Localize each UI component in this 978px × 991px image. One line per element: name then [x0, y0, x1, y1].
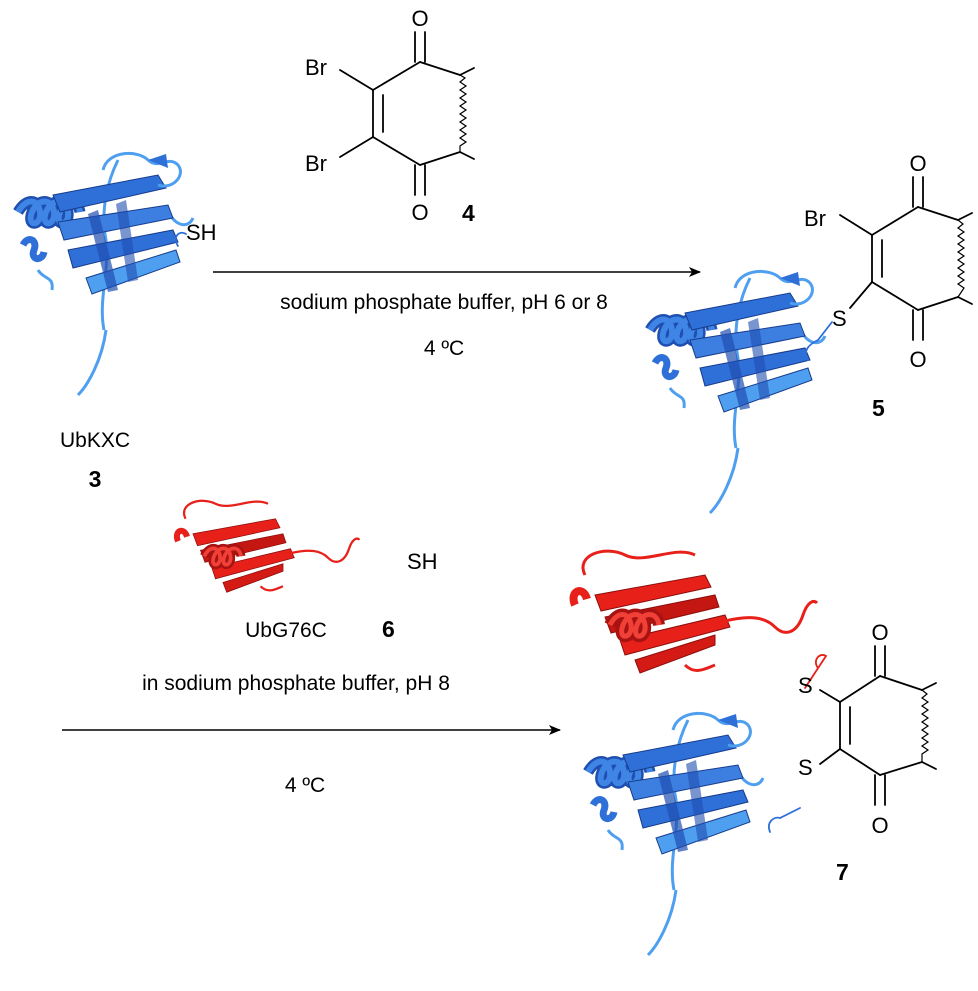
- c5-s: S: [832, 306, 847, 331]
- c7-s-top: S: [798, 673, 813, 698]
- c4-number: 4: [462, 200, 475, 226]
- ubkxc-protein-icon-c7: [588, 713, 763, 955]
- c5-o-top: O: [909, 151, 926, 176]
- c4-br-top: Br: [305, 55, 327, 80]
- c7-s-bottom: S: [798, 755, 813, 780]
- c3-number: 3: [89, 466, 102, 492]
- compound-5: O O Br S 5: [650, 151, 973, 513]
- c7-o-top: O: [871, 620, 888, 645]
- c3-name: UbKXC: [60, 429, 130, 452]
- reaction-2-condition-1: in sodium phosphate buffer, pH 8: [142, 672, 450, 695]
- c7-number: 7: [836, 859, 849, 885]
- c4-br-bottom: Br: [305, 151, 327, 176]
- c6-thiol-label: SH: [407, 549, 438, 574]
- ubg76c-protein-icon-c7: [574, 551, 817, 673]
- c5-br: Br: [804, 206, 826, 231]
- compound-3: SH UbKXC 3: [18, 153, 217, 492]
- ubg76c-protein-icon: [177, 501, 360, 592]
- ubkxc-protein-icon: [18, 153, 193, 395]
- c6-name: UbG76C: [245, 619, 327, 642]
- ubkxc-protein-icon-c5: [650, 271, 825, 513]
- c3-thiol-label: SH: [186, 220, 217, 245]
- c5-number: 5: [872, 395, 885, 421]
- compound-6: SH UbG76C 6: [177, 501, 438, 642]
- c6-number: 6: [382, 616, 395, 642]
- reaction-2-condition-2: 4 ºC: [285, 774, 325, 797]
- compound-4: O O Br Br 4: [305, 6, 475, 226]
- compound-7: O O S S 7: [574, 551, 937, 955]
- c5-o-bottom: O: [909, 347, 926, 372]
- reaction-1: sodium phosphate buffer, pH 6 or 8 4 ºC: [213, 267, 701, 360]
- reaction-1-condition-2: 4 ºC: [424, 337, 464, 360]
- reaction-2: in sodium phosphate buffer, pH 8 4 ºC: [62, 672, 561, 797]
- c7-o-bottom: O: [871, 813, 888, 838]
- reaction-1-condition-1: sodium phosphate buffer, pH 6 or 8: [280, 291, 608, 314]
- c4-o-top: O: [411, 6, 428, 31]
- c4-o-bottom: O: [411, 200, 428, 225]
